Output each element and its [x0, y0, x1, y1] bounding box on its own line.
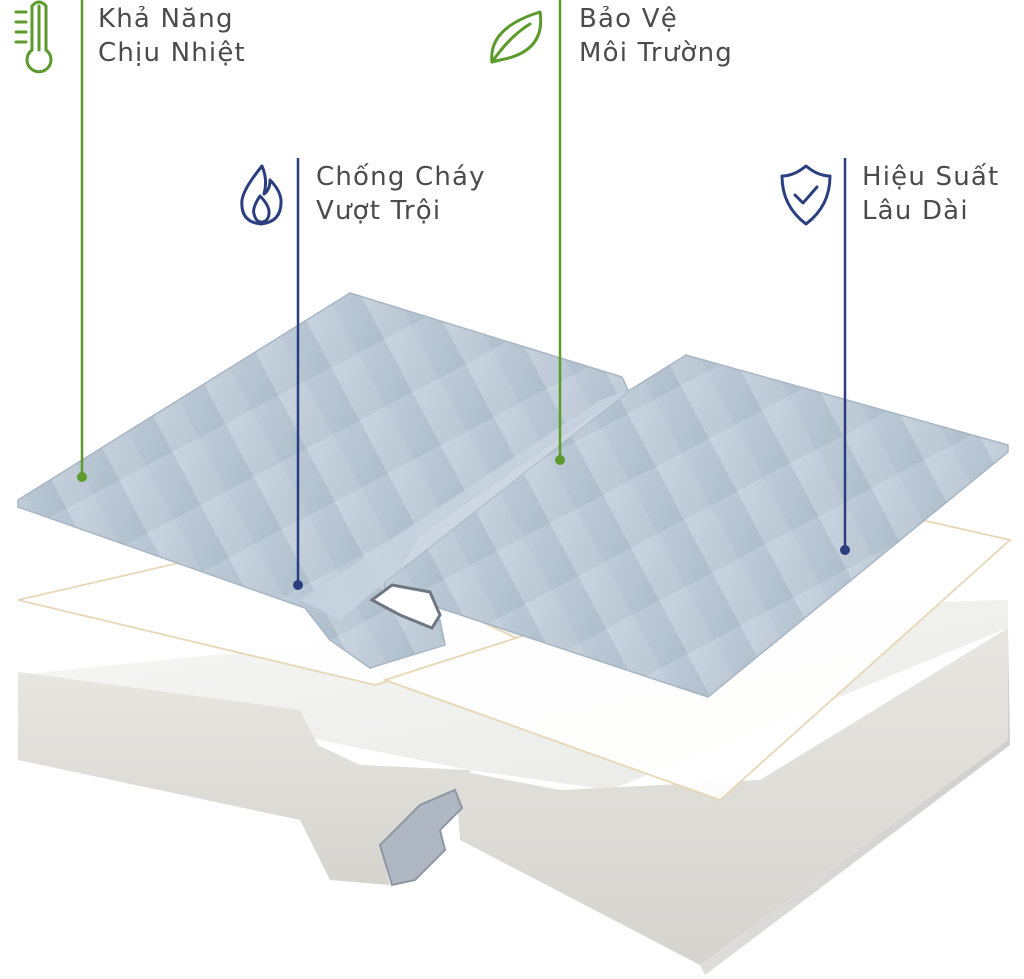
feature-eco-line2: Môi Trường: [579, 38, 733, 68]
feature-thermal-line1: Khả Năng: [98, 4, 234, 34]
flame-icon: [240, 164, 283, 226]
metal-sheet-right: [384, 354, 1009, 698]
callout-dot-eco: [555, 455, 565, 465]
foam-front-left: [18, 672, 470, 885]
callout-lines: [77, 0, 850, 590]
feature-label-thermal: Khả Năng Chịu Nhiệt: [98, 2, 246, 70]
metal-lock-notch: [369, 583, 442, 630]
feature-durable-line1: Hiệu Suất: [862, 162, 1000, 192]
callout-dot-fire: [293, 580, 303, 590]
callout-dot-thermal: [77, 472, 87, 482]
callout-dot-durable: [840, 545, 850, 555]
metal-seam: [300, 390, 630, 620]
leaf-icon: [490, 10, 543, 64]
feature-fire-line2: Vượt Trội: [316, 196, 442, 226]
feature-label-durable: Hiệu Suất Lâu Dài: [862, 160, 999, 228]
feature-label-eco: Bảo Vệ Môi Trường: [579, 2, 733, 70]
thermometer-icon: [14, 0, 53, 74]
feature-durable-line2: Lâu Dài: [862, 196, 969, 226]
metal-sheets: [17, 292, 1009, 698]
feature-label-fire: Chống Cháy Vượt Trội: [316, 160, 486, 228]
feature-thermal-line2: Chịu Nhiệt: [98, 38, 246, 68]
feature-fire-line1: Chống Cháy: [316, 162, 486, 192]
foam-front-right: [455, 628, 1008, 965]
feature-eco-line1: Bảo Vệ: [579, 4, 678, 34]
shield-check-icon: [780, 164, 832, 226]
joint-metal-lock: [378, 788, 464, 887]
